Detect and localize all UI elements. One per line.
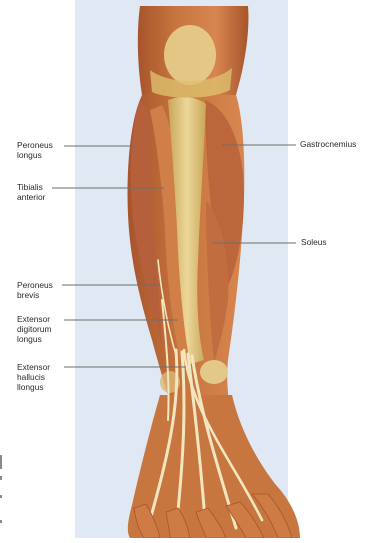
edge-mark [0, 476, 2, 480]
patella [164, 25, 216, 85]
label-peroneus-brevis: Peroneus brevis [17, 280, 53, 300]
label-gastrocnemius: Gastrocnemius [300, 139, 356, 149]
label-extensor-hallucis-longus: Extensor hallucis llongus [17, 362, 50, 393]
edge-mark [0, 495, 2, 498]
edge-mark [0, 455, 2, 469]
label-peroneus-longus: Peroneus longus [17, 140, 53, 160]
edge-mark [0, 520, 2, 523]
label-tibialis-anterior: Tibialis anterior [17, 182, 45, 202]
label-extensor-digitorum-longus: Extensor digitorum longus [17, 314, 51, 345]
medial-malleolus [200, 360, 228, 384]
label-soleus: Soleus [301, 237, 327, 247]
